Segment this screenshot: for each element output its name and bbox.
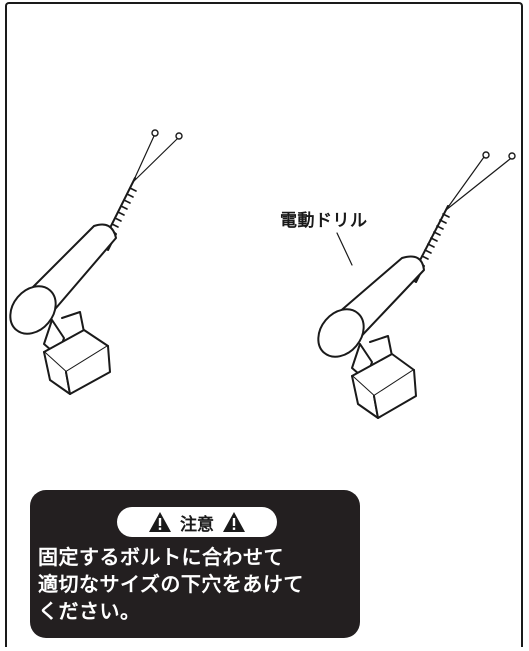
caution-message: 固定するボルトに合わせて 適切なサイズの下穴をあけて ください。 [38,544,358,625]
caution-box: 注意 固定するボルトに合わせて 適切なサイズの下穴をあけて ください。 [30,490,360,638]
warning-icon [223,512,245,532]
drill-label: 電動ドリル [280,211,368,231]
caution-line: 固定するボルトに合わせて [38,545,284,569]
caution-line: 適切なサイズの下穴をあけて [38,572,304,596]
diagram-frame [5,2,523,647]
caution-header: 注意 [117,507,277,537]
warning-icon [149,512,171,532]
caution-title: 注意 [180,514,214,535]
left-drill [9,129,183,395]
right-drill [317,151,516,419]
caution-line: ください。 [38,599,141,623]
